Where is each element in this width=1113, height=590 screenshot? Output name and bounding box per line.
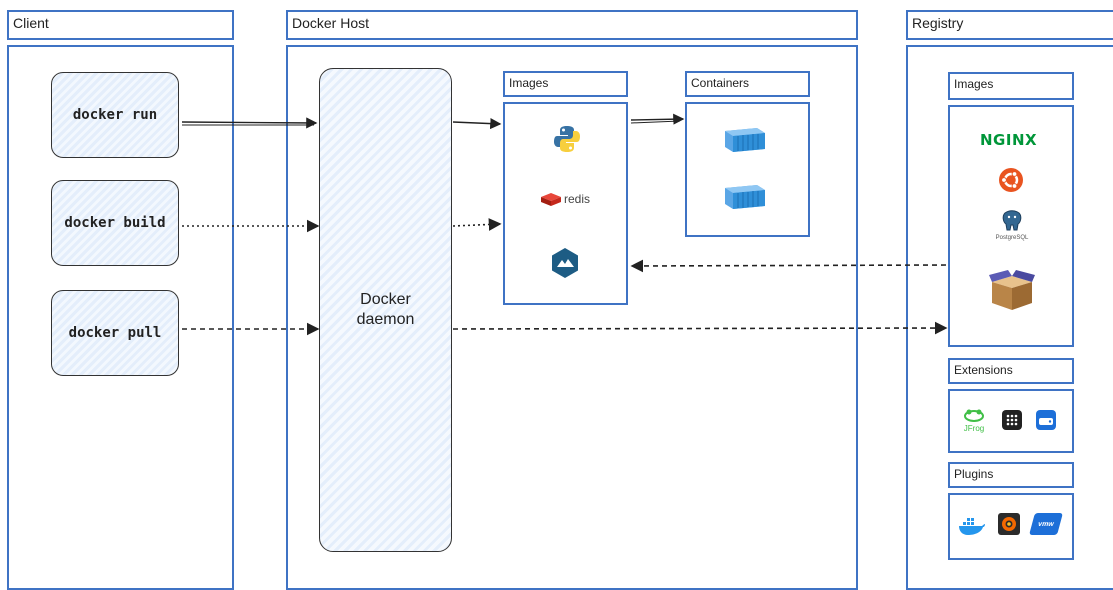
extensions-title: Extensions (954, 363, 1013, 377)
registry-images-title: Images (954, 77, 994, 91)
postgresql-label: PostgreSQL (995, 235, 1029, 241)
redis-icon (541, 193, 561, 206)
container-icon (725, 128, 765, 152)
arrow-images-to-containers (630, 113, 685, 125)
registry-title: Registry (912, 15, 964, 31)
docker-run-command[interactable]: docker run (51, 72, 179, 158)
redis-logo: redis (540, 190, 590, 208)
grid-app-icon (1002, 410, 1022, 430)
client-header: Client (7, 10, 234, 40)
postgresql-icon (1002, 210, 1022, 231)
daemon-label-line1: Docker (360, 291, 411, 308)
jfrog-icon: JFrog (962, 408, 986, 433)
client-title: Client (13, 15, 49, 31)
jfrog-frog-glyph (964, 409, 984, 422)
docker-host-header: Docker Host (286, 10, 858, 40)
grafana-icon (998, 513, 1020, 535)
host-images-header: Images (503, 71, 628, 97)
arrow-daemon-to-images (452, 117, 502, 130)
ubuntu-icon (999, 168, 1023, 192)
redis-label: redis (564, 192, 591, 206)
daemon-label-line2: daemon (356, 311, 415, 328)
jfrog-label: JFrog (963, 424, 985, 433)
docker-pull-command[interactable]: docker pull (51, 290, 179, 376)
docker-build-command[interactable]: docker build (51, 180, 179, 266)
vmware-label: vmw (1037, 520, 1055, 528)
plugins-title: Plugins (954, 467, 994, 481)
docker-daemon[interactable]: Docker daemon (319, 68, 452, 552)
docker-whale-icon (959, 518, 985, 535)
arrow-registry-to-images (630, 259, 947, 273)
arrow-run-to-daemon (181, 117, 318, 129)
containers-header: Containers (685, 71, 810, 97)
postgresql-logo: PostgreSQL (990, 210, 1034, 241)
nginx-icon: NGINX (980, 131, 1038, 149)
registry-header: Registry (906, 10, 1113, 40)
containers-panel (685, 102, 810, 237)
arrow-daemon-build-images (452, 218, 502, 231)
docker-host-title: Docker Host (292, 15, 370, 31)
arrow-daemon-to-registry (452, 321, 948, 335)
portainer-icon (552, 248, 578, 278)
host-images-title: Images (509, 76, 549, 90)
containers-title: Containers (691, 76, 750, 90)
plugins-header: Plugins (948, 462, 1074, 488)
container-icon (725, 185, 765, 209)
package-box-icon (989, 270, 1035, 310)
disk-icon (1036, 410, 1056, 430)
registry-images-header: Images (948, 72, 1074, 100)
vmware-icon: vmw (1029, 513, 1063, 535)
extensions-header: Extensions (948, 358, 1074, 384)
python-icon (554, 126, 580, 152)
